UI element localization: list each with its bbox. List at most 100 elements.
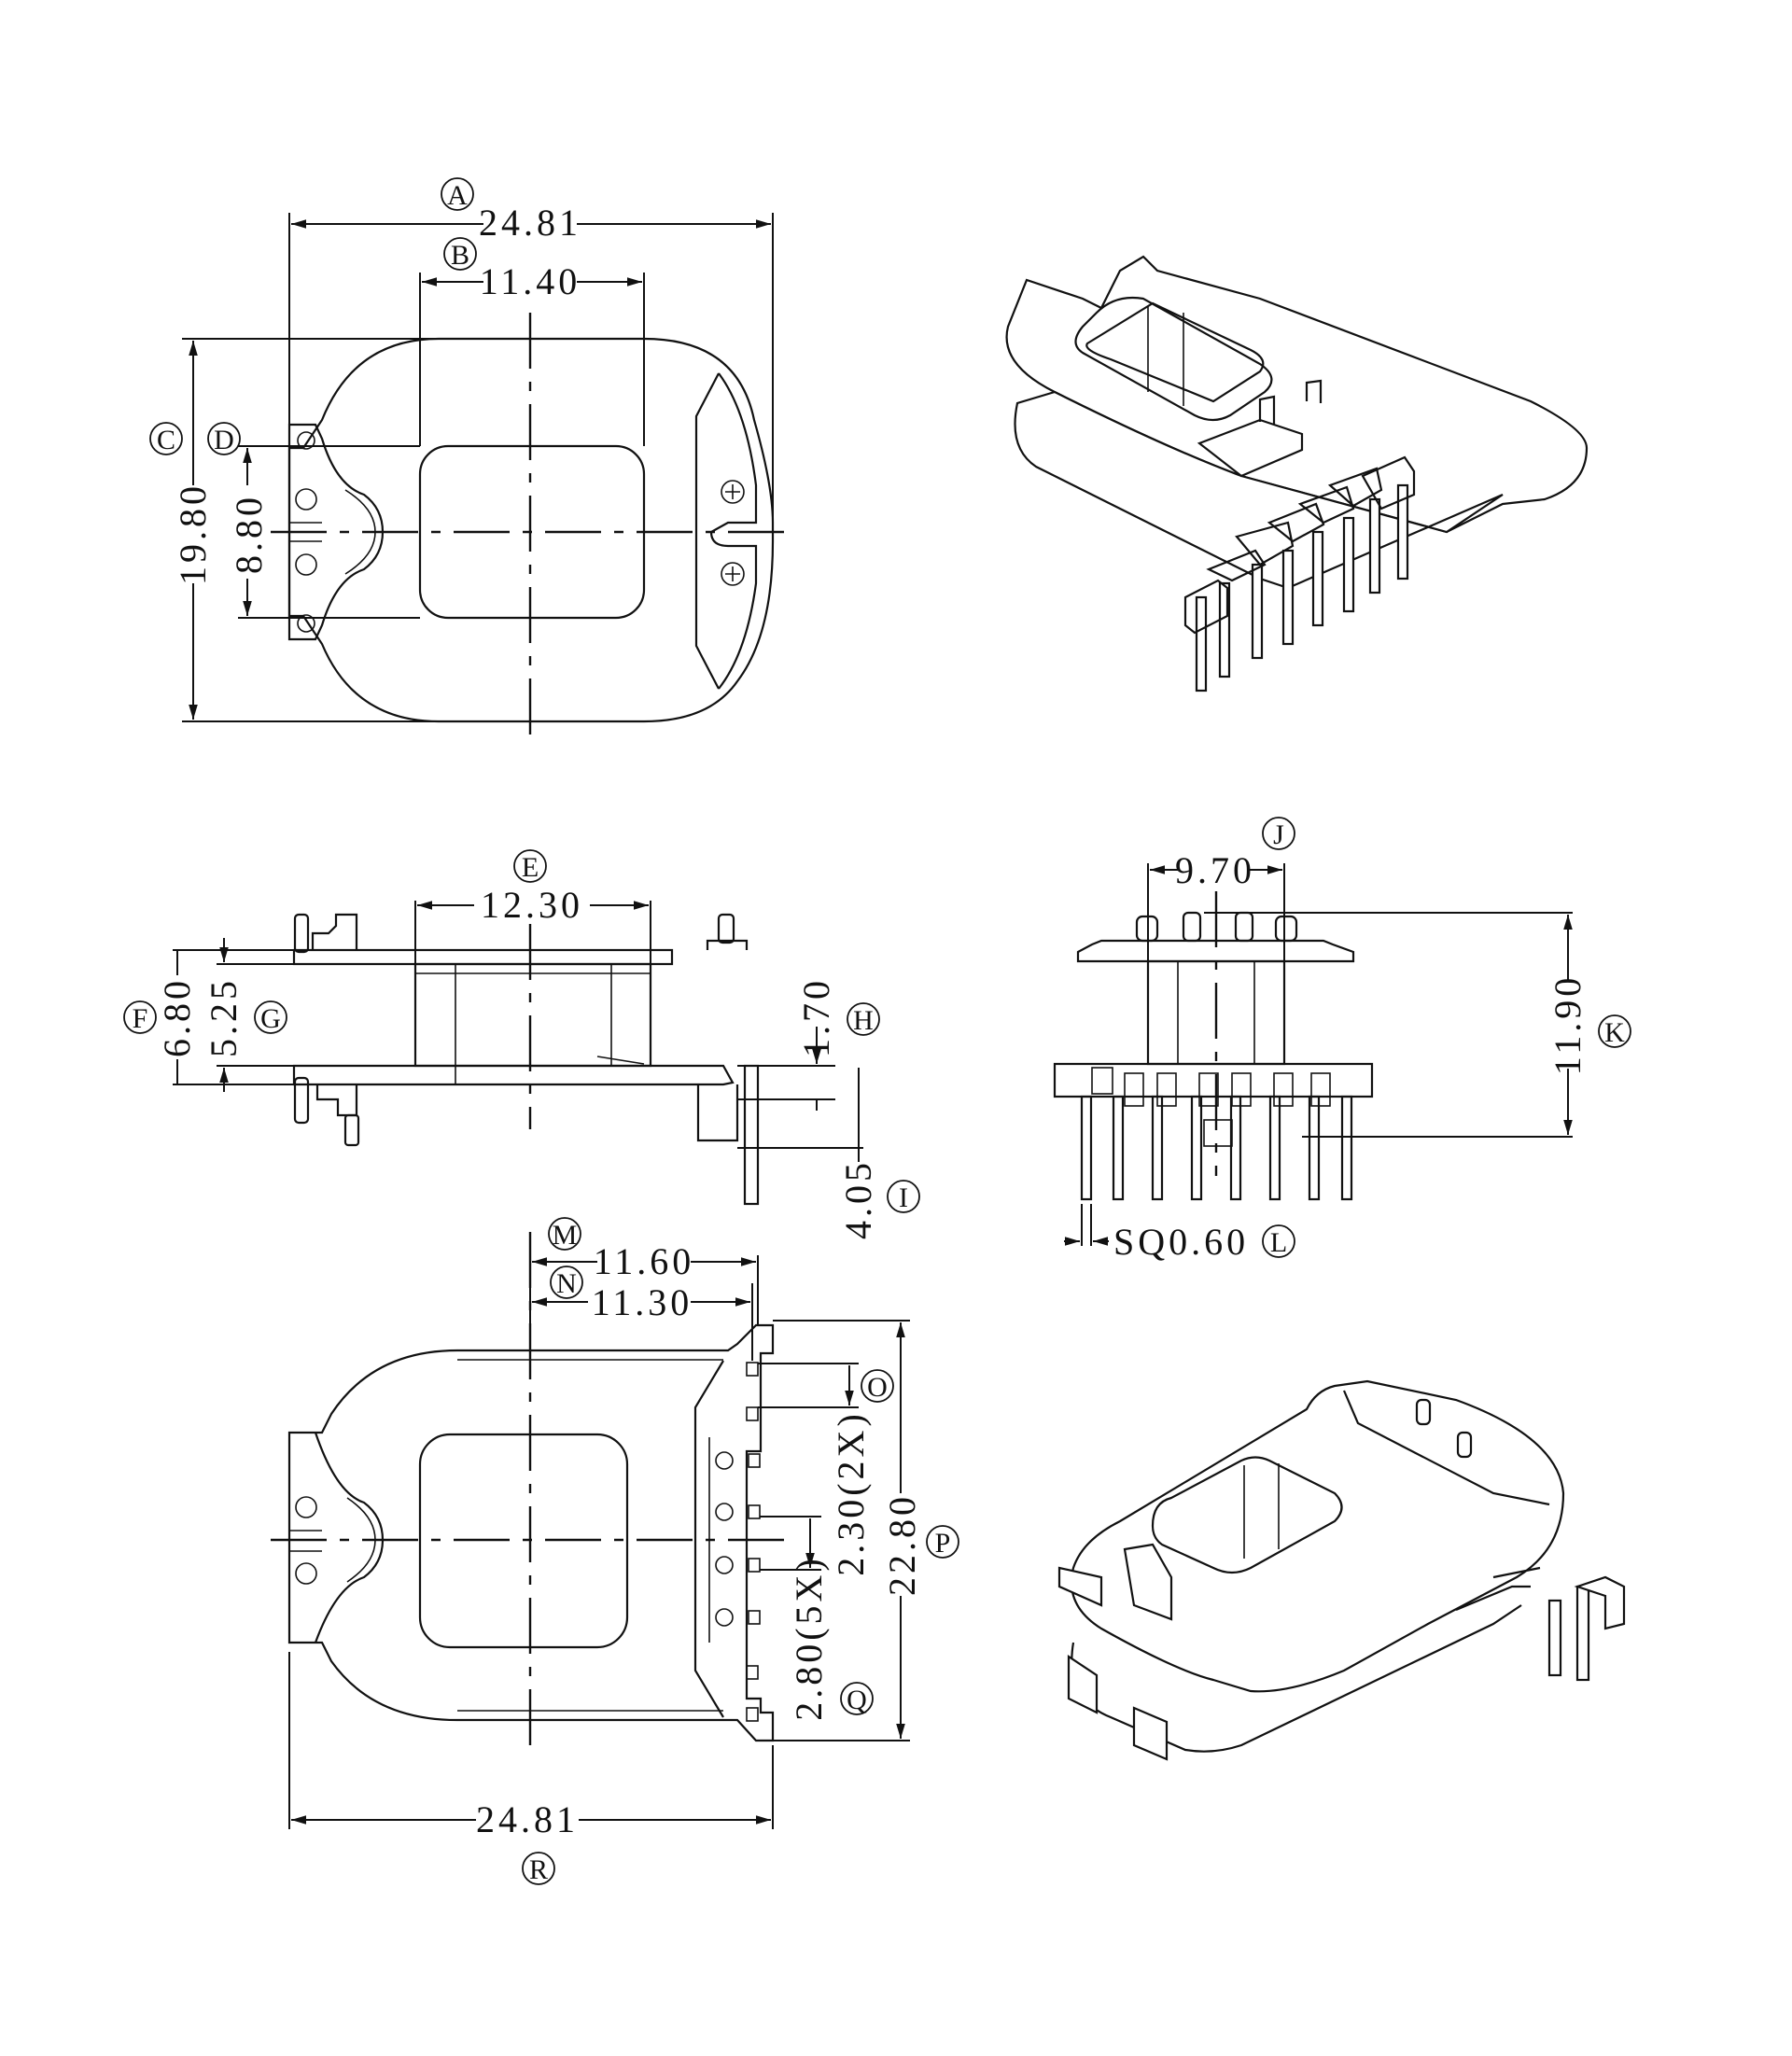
dim-bubble-d	[207, 422, 241, 455]
end-view-pin	[1340, 1095, 1353, 1201]
dim-value-d: 8.80	[228, 494, 270, 574]
iso1-pin	[1281, 549, 1295, 646]
iso1-top-flange	[1005, 255, 1589, 534]
iso1-pin	[1251, 563, 1264, 660]
end-view-pin	[1080, 1095, 1093, 1201]
dim-label-o: O	[867, 1372, 888, 1403]
dim-bubble-m	[548, 1217, 581, 1251]
end-view-top-post	[1274, 915, 1298, 943]
iso2-tab	[1067, 1654, 1099, 1714]
dim-bubble-i	[887, 1180, 920, 1213]
end-view-pin	[1229, 1095, 1242, 1201]
dim-label-n: N	[556, 1268, 577, 1299]
dim-K: K 11.90	[1547, 974, 1631, 1076]
dim-G: G 5.25	[203, 977, 287, 1057]
iso2-core-window	[1151, 1456, 1343, 1574]
dim-bubble-o	[861, 1369, 894, 1403]
dim-bubble-c	[149, 422, 183, 455]
top-view-outline	[287, 337, 775, 723]
top-view-hole	[297, 614, 315, 633]
iso1-core-window	[1074, 296, 1273, 422]
dim-value-i: 4.05	[837, 1159, 879, 1239]
iso2-post	[1415, 1398, 1432, 1426]
end-view-base	[1053, 1062, 1374, 1098]
iso2-top-flange	[1070, 1379, 1565, 1693]
dim-bubble-l	[1262, 1224, 1295, 1258]
isometric-view-pins-front	[1005, 255, 1589, 692]
dim-bubble-e	[513, 849, 547, 883]
end-view-pin	[1112, 1095, 1125, 1201]
dim-label-c: C	[157, 425, 175, 455]
end-view-pin	[1151, 1095, 1164, 1201]
end-view-top-post	[1182, 911, 1202, 943]
dim-M: M 11.60	[548, 1217, 695, 1282]
dim-bubble-n	[550, 1266, 583, 1299]
iso1-pin	[1368, 497, 1381, 594]
dim-label-r: R	[529, 1854, 548, 1885]
bottom-view-hole	[295, 1496, 317, 1518]
dim-L: SQ0.60 L	[1113, 1221, 1295, 1263]
dim-value-h: 1.70	[795, 977, 837, 1057]
dim-bubble-b	[443, 237, 477, 271]
top-view-hole	[295, 553, 317, 576]
iso2-post	[1456, 1431, 1473, 1459]
end-view	[1053, 863, 1573, 1246]
dim-value-f: 6.80	[156, 977, 198, 1057]
dim-value-k: 11.90	[1547, 974, 1589, 1076]
dim-value-r: 24.81	[476, 1798, 579, 1840]
dim-value-j: 9.70	[1175, 849, 1255, 891]
end-view-pin	[1190, 1095, 1203, 1201]
top-view-pin-mark-1	[721, 480, 745, 504]
dim-bubble-h	[847, 1002, 880, 1036]
dim-label-i: I	[899, 1182, 908, 1213]
bottom-view-outline	[287, 1323, 775, 1742]
dim-I: I 4.05	[837, 1159, 920, 1239]
dim-value-e: 12.30	[481, 884, 583, 926]
dim-bubble-g	[254, 1000, 287, 1034]
iso2-tab	[1132, 1706, 1169, 1761]
iso2-tab	[1123, 1543, 1173, 1621]
bottom-view-terminals	[708, 1362, 761, 1722]
dim-bubble-r	[522, 1852, 555, 1885]
iso1-pin	[1195, 595, 1208, 692]
dim-value-l: SQ0.60	[1113, 1221, 1249, 1263]
dim-H: H 1.70	[795, 977, 880, 1057]
dim-bubble-f	[123, 1000, 157, 1034]
dim-label-q: Q	[847, 1685, 867, 1715]
dim-bubble-p	[926, 1525, 959, 1559]
dim-label-k: K	[1604, 1017, 1625, 1048]
dim-bubble-j	[1262, 817, 1295, 850]
dim-label-m: M	[553, 1220, 578, 1251]
isometric-view-flange-front	[1057, 1379, 1626, 1761]
dim-value-p: 22.80	[881, 1493, 923, 1596]
iso1-pin	[1396, 483, 1409, 580]
dim-E: E 12.30	[481, 849, 583, 926]
dim-value-g: 5.25	[203, 977, 245, 1057]
iso1-pin	[1311, 530, 1324, 627]
bottom-view-hole	[295, 1562, 317, 1585]
dim-bubble-k	[1598, 1014, 1631, 1048]
dim-label-l: L	[1270, 1227, 1287, 1258]
side-view-right-post	[717, 913, 735, 944]
end-view-pin	[1268, 1095, 1281, 1201]
iso1-pin	[1218, 581, 1231, 678]
iso2-tab	[1057, 1566, 1103, 1607]
dim-value-o: 2.30(2X)	[830, 1410, 872, 1576]
dim-bubble-a	[441, 177, 474, 211]
dim-N: N 11.30	[550, 1266, 693, 1323]
dim-label-p: P	[935, 1528, 951, 1559]
dim-A: A 24.81	[441, 177, 581, 244]
iso1-pin	[1342, 516, 1355, 613]
dim-label-d: D	[214, 425, 234, 455]
dim-value-m: 11.60	[594, 1240, 695, 1282]
end-view-pins	[1080, 1095, 1353, 1201]
iso2-pin	[1547, 1599, 1562, 1677]
dim-value-n: 11.30	[592, 1281, 693, 1323]
dim-J: J 9.70	[1175, 817, 1295, 891]
bottom-view-core-window	[418, 1433, 629, 1649]
dim-bubble-q	[840, 1682, 874, 1715]
dim-value-a: 24.81	[479, 202, 581, 244]
dim-value-q: 2.80(5X)	[788, 1555, 830, 1721]
iso1-terminal-blocks	[1183, 455, 1416, 635]
